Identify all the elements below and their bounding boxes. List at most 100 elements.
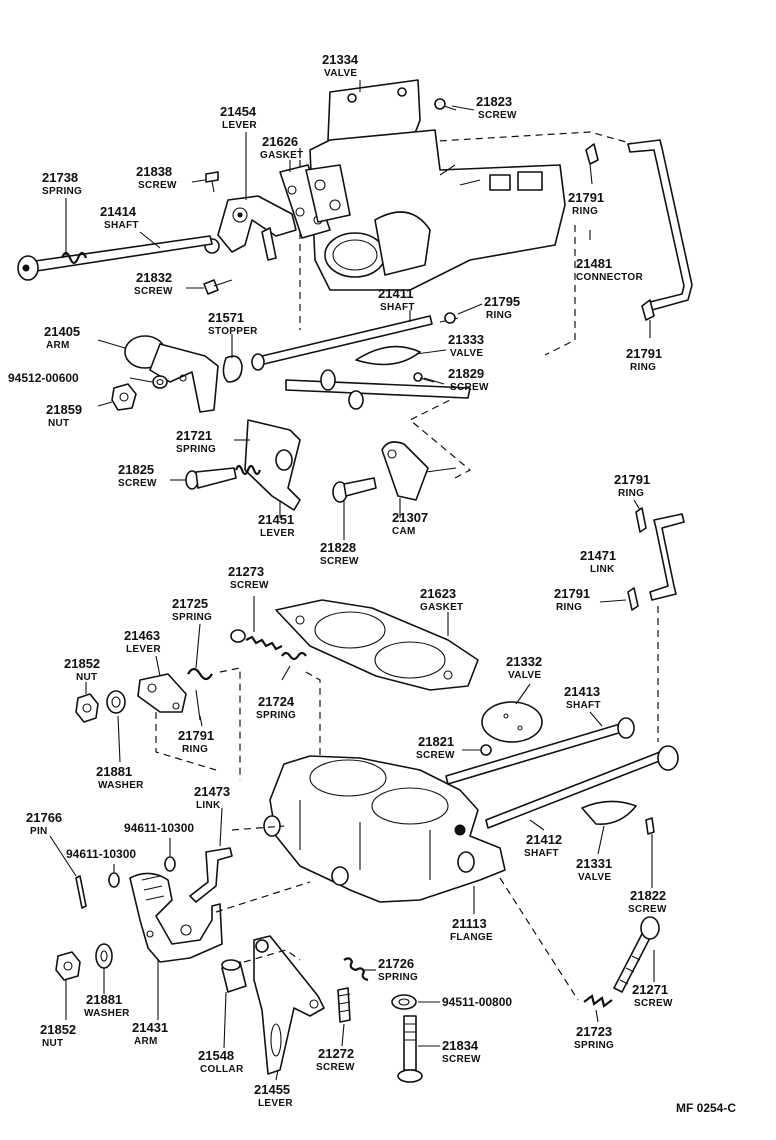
- svg-text:SCREW: SCREW: [118, 478, 157, 489]
- svg-text:21738: 21738: [42, 170, 78, 185]
- svg-text:21725: 21725: [172, 596, 208, 611]
- svg-text:RING: RING: [556, 602, 582, 613]
- svg-text:RING: RING: [182, 744, 208, 755]
- washer-94512: [152, 375, 168, 389]
- connector-rod-21481: [627, 139, 693, 311]
- svg-text:21405: 21405: [44, 324, 80, 339]
- svg-text:21881: 21881: [86, 992, 122, 1007]
- screw-21825: [185, 467, 237, 490]
- shaft-21412: [485, 745, 679, 831]
- svg-text:SPRING: SPRING: [176, 444, 216, 455]
- svg-text:21473: 21473: [194, 784, 230, 799]
- svg-text:21307: 21307: [392, 510, 428, 525]
- svg-text:RING: RING: [572, 206, 598, 217]
- svg-text:SCREW: SCREW: [316, 1062, 355, 1073]
- screw-21832: [203, 279, 233, 295]
- svg-text:SCREW: SCREW: [416, 750, 455, 761]
- label-94611-10300-b: 94611-10300: [66, 847, 136, 861]
- svg-text:SCREW: SCREW: [634, 998, 673, 1009]
- svg-text:SHAFT: SHAFT: [566, 700, 601, 711]
- svg-text:NUT: NUT: [48, 418, 69, 429]
- svg-text:94611-10300: 94611-10300: [66, 847, 136, 861]
- svg-text:LINK: LINK: [196, 800, 221, 811]
- svg-text:21332: 21332: [506, 654, 542, 669]
- flange-21113: [215, 755, 579, 1001]
- washer-21881-bottom: [95, 943, 113, 969]
- spring-21723: [583, 994, 613, 1023]
- collar-21548: [221, 959, 247, 1049]
- gasket-21626: [279, 164, 351, 239]
- svg-text:94611-10300: 94611-10300: [124, 821, 194, 835]
- svg-text:21859: 21859: [46, 402, 82, 417]
- washer-21881-top: [106, 690, 126, 714]
- svg-text:SCREW: SCREW: [450, 382, 489, 393]
- svg-text:SCREW: SCREW: [230, 580, 269, 591]
- svg-text:LEVER: LEVER: [258, 1098, 293, 1109]
- svg-text:21413: 21413: [564, 684, 600, 699]
- svg-text:GASKET: GASKET: [420, 602, 463, 613]
- ring-21791-top: [585, 143, 599, 165]
- svg-text:21726: 21726: [378, 956, 414, 971]
- arm-21431: [129, 872, 223, 963]
- svg-text:21412: 21412: [526, 832, 562, 847]
- svg-text:SPRING: SPRING: [378, 972, 418, 983]
- upper-assembly: [17, 79, 693, 540]
- svg-text:21828: 21828: [320, 540, 356, 555]
- svg-text:21881: 21881: [96, 764, 132, 779]
- svg-text:21331: 21331: [576, 856, 612, 871]
- screw-21838: [205, 171, 219, 193]
- svg-text:COLLAR: COLLAR: [200, 1064, 244, 1075]
- svg-text:21791: 21791: [178, 728, 214, 743]
- svg-text:SPRING: SPRING: [256, 710, 296, 721]
- nut-21852-top: [75, 693, 99, 723]
- svg-text:VALVE: VALVE: [508, 670, 541, 681]
- svg-text:21272: 21272: [318, 1046, 354, 1061]
- link-21471-group: [599, 499, 685, 742]
- screw-21834: [397, 1015, 440, 1083]
- ring-21791-lower: [627, 587, 639, 611]
- svg-text:RING: RING: [630, 362, 656, 373]
- svg-text:ARM: ARM: [46, 340, 70, 351]
- svg-text:PIN: PIN: [30, 826, 48, 837]
- svg-text:LEVER: LEVER: [260, 528, 295, 539]
- screw-21828: [332, 477, 377, 503]
- svg-text:21791: 21791: [614, 472, 650, 487]
- cam-21307: [381, 441, 457, 501]
- svg-text:21463: 21463: [124, 628, 160, 643]
- svg-text:21795: 21795: [484, 294, 520, 309]
- stopper-21571: [222, 355, 243, 383]
- svg-text:SHAFT: SHAFT: [104, 220, 139, 231]
- svg-text:21571: 21571: [208, 310, 244, 325]
- lever-21454: [204, 195, 297, 261]
- svg-text:21821: 21821: [418, 734, 454, 749]
- svg-text:SCREW: SCREW: [442, 1054, 481, 1065]
- svg-text:LEVER: LEVER: [222, 120, 257, 131]
